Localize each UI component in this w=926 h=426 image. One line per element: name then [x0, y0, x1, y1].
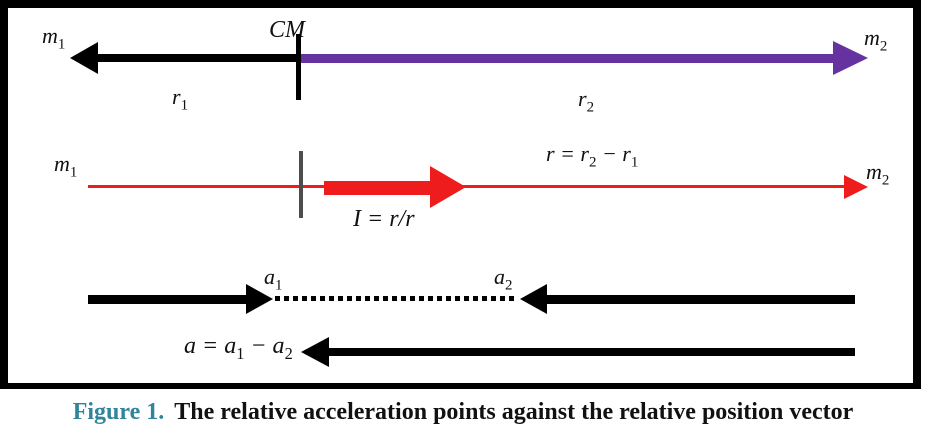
r1-arrow-body [96, 54, 298, 62]
r1-label: r1 [172, 84, 189, 114]
a2-label: a2 [494, 264, 513, 294]
mass-m2-label-middle: m2 [866, 159, 890, 189]
r1-arrowhead-left [70, 42, 98, 74]
relative-position-equation: r = r2 − r1 [546, 141, 639, 171]
r-vector-arrowhead-right [844, 175, 868, 199]
a1-arrow-body [88, 295, 250, 304]
figure-caption: Figure 1. The relative acceleration point… [0, 399, 926, 426]
cm-tick-mark [296, 34, 301, 100]
figure-caption-number: Figure 1. [72, 399, 165, 425]
unit-vector-equation: I = r/r [353, 206, 415, 232]
a1-a2-dotted-connector [275, 296, 517, 301]
figure-caption-text: The relative acceleration points against… [174, 399, 854, 425]
a2-arrow-body [545, 295, 855, 304]
relative-acceleration-arrow-body [327, 348, 855, 356]
cm-tick-mark-middle [299, 151, 303, 218]
r2-arrow-body [301, 54, 833, 63]
a1-arrowhead-right [246, 284, 273, 314]
a2-arrowhead-left [520, 284, 547, 314]
unit-vector-arrow-body [324, 181, 432, 195]
r2-arrowhead-right [833, 41, 868, 75]
r2-label: r2 [578, 86, 595, 116]
r-vector-line [88, 185, 848, 188]
a1-label: a1 [264, 264, 283, 294]
unit-vector-arrowhead [430, 166, 466, 208]
mass-m1-label-top: m1 [42, 23, 66, 53]
mass-m1-label-middle: m1 [54, 151, 78, 181]
relative-acceleration-arrowhead-left [301, 337, 329, 367]
relative-acceleration-equation: a = a1 − a2 [184, 333, 293, 363]
figure-border [0, 0, 921, 389]
